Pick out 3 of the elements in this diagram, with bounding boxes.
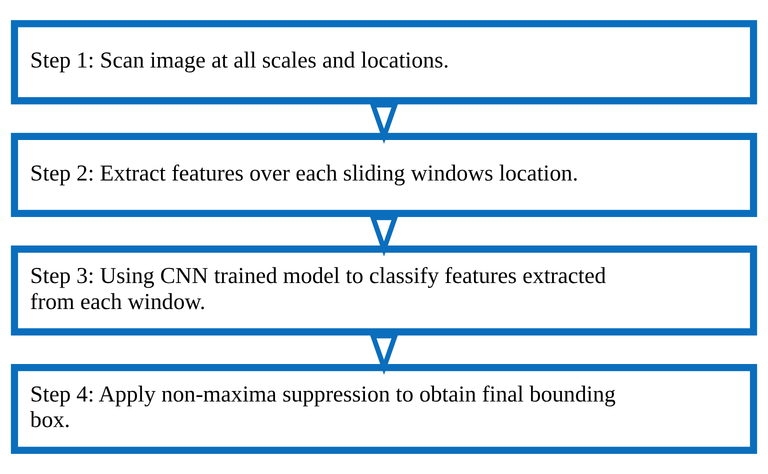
node-box: Step 4: Apply non-maxima suppression to obtain final bounding box. — [10, 364, 758, 454]
arrow — [370, 102, 398, 144]
arrow — [370, 215, 398, 257]
